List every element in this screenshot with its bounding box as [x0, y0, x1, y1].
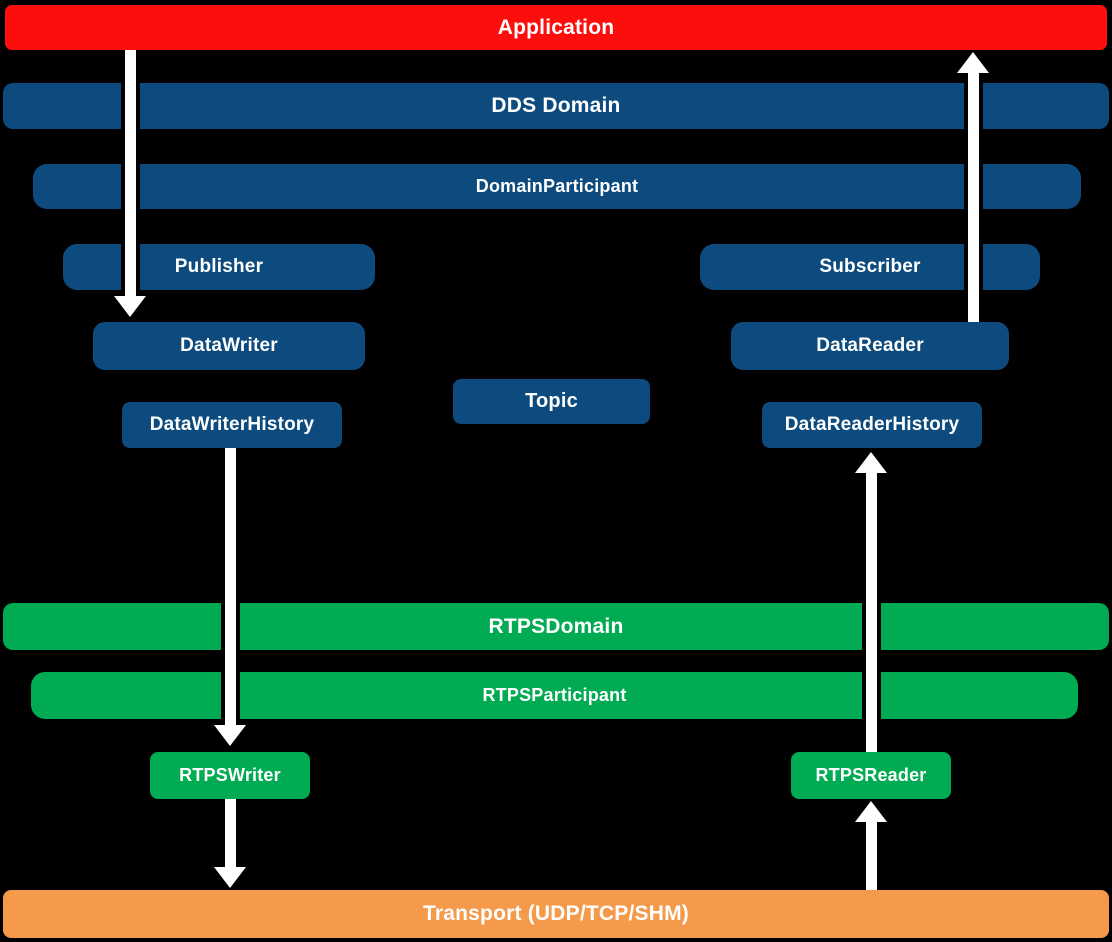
domain-participant-bar: DomainParticipant	[33, 164, 1081, 209]
subscriber-box: Subscriber	[700, 244, 1040, 290]
arrow-shaft	[120, 50, 140, 296]
arrowhead-up-icon	[855, 801, 887, 822]
application-layer-bar: Application	[5, 5, 1107, 50]
rtps-participant-bar: RTPSParticipant	[31, 672, 1078, 719]
down-arrow-datawriterhistory-to-rtpswriter	[214, 448, 246, 746]
data-reader-box: DataReader	[731, 322, 1009, 370]
arrow-shaft	[220, 448, 240, 725]
up-arrow-datareader-to-application	[957, 52, 989, 322]
transport-layer-bar: Transport (UDP/TCP/SHM)	[3, 890, 1109, 938]
down-arrow-application-to-datawriter	[114, 50, 146, 317]
data-reader-history-box: DataReaderHistory	[762, 402, 982, 448]
data-writer-history-box: DataWriterHistory	[122, 402, 342, 448]
data-writer-box: DataWriter	[93, 322, 365, 370]
topic-box: Topic	[453, 379, 650, 424]
rtps-reader-box: RTPSReader	[791, 752, 951, 799]
arrowhead-down-icon	[214, 725, 246, 746]
arrow-shaft	[861, 473, 881, 752]
down-arrow-rtpswriter-to-transport	[214, 799, 246, 888]
arrow-shaft	[861, 822, 881, 890]
arrowhead-up-icon	[957, 52, 989, 73]
publisher-box: Publisher	[63, 244, 375, 290]
arrowhead-up-icon	[855, 452, 887, 473]
up-arrow-rtpsreader-to-datareaderhistory	[855, 452, 887, 752]
dds-domain-bar: DDS Domain	[3, 83, 1109, 129]
arrowhead-down-icon	[114, 296, 146, 317]
up-arrow-transport-to-rtpsreader	[855, 801, 887, 890]
arrow-shaft	[963, 73, 983, 322]
rtps-writer-box: RTPSWriter	[150, 752, 310, 799]
arrow-shaft	[220, 799, 240, 867]
rtps-domain-bar: RTPSDomain	[3, 603, 1109, 650]
arrowhead-down-icon	[214, 867, 246, 888]
